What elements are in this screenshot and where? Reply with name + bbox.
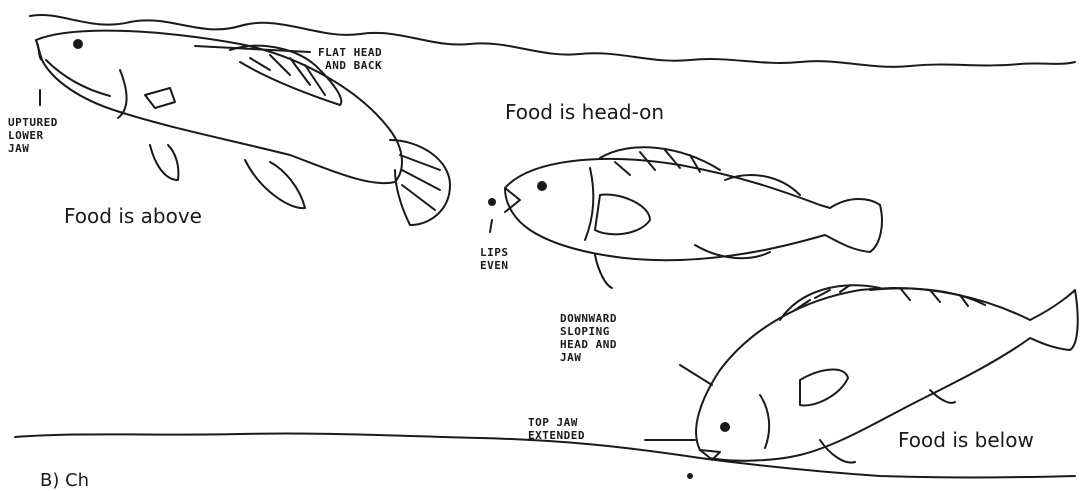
caption-food-below: Food is below <box>898 428 1034 452</box>
label-lips-even: LIPS EVEN <box>480 246 509 272</box>
label-top-jaw-extended: TOP JAW EXTENDED <box>528 416 585 442</box>
fish-feeding-head-on <box>505 147 882 288</box>
label-uptured-lower-jaw: UPTURED LOWER JAW <box>8 116 58 155</box>
fish-feeding-above <box>36 31 450 225</box>
caption-food-head-on: Food is head-on <box>505 100 664 124</box>
label-downward-sloping: DOWNWARD SLOPING HEAD AND JAW <box>560 312 617 364</box>
water-surface-line <box>30 15 1075 67</box>
leader-downward <box>680 365 712 385</box>
food-dot-head-on <box>489 199 495 205</box>
caption-food-above: Food is above <box>64 204 202 228</box>
leader-lips-even <box>490 220 492 232</box>
food-dot-below <box>688 474 692 478</box>
label-flat-head-and-back: FLAT HEAD AND BACK <box>318 46 382 72</box>
footer-fragment: B) Ch <box>40 470 89 491</box>
